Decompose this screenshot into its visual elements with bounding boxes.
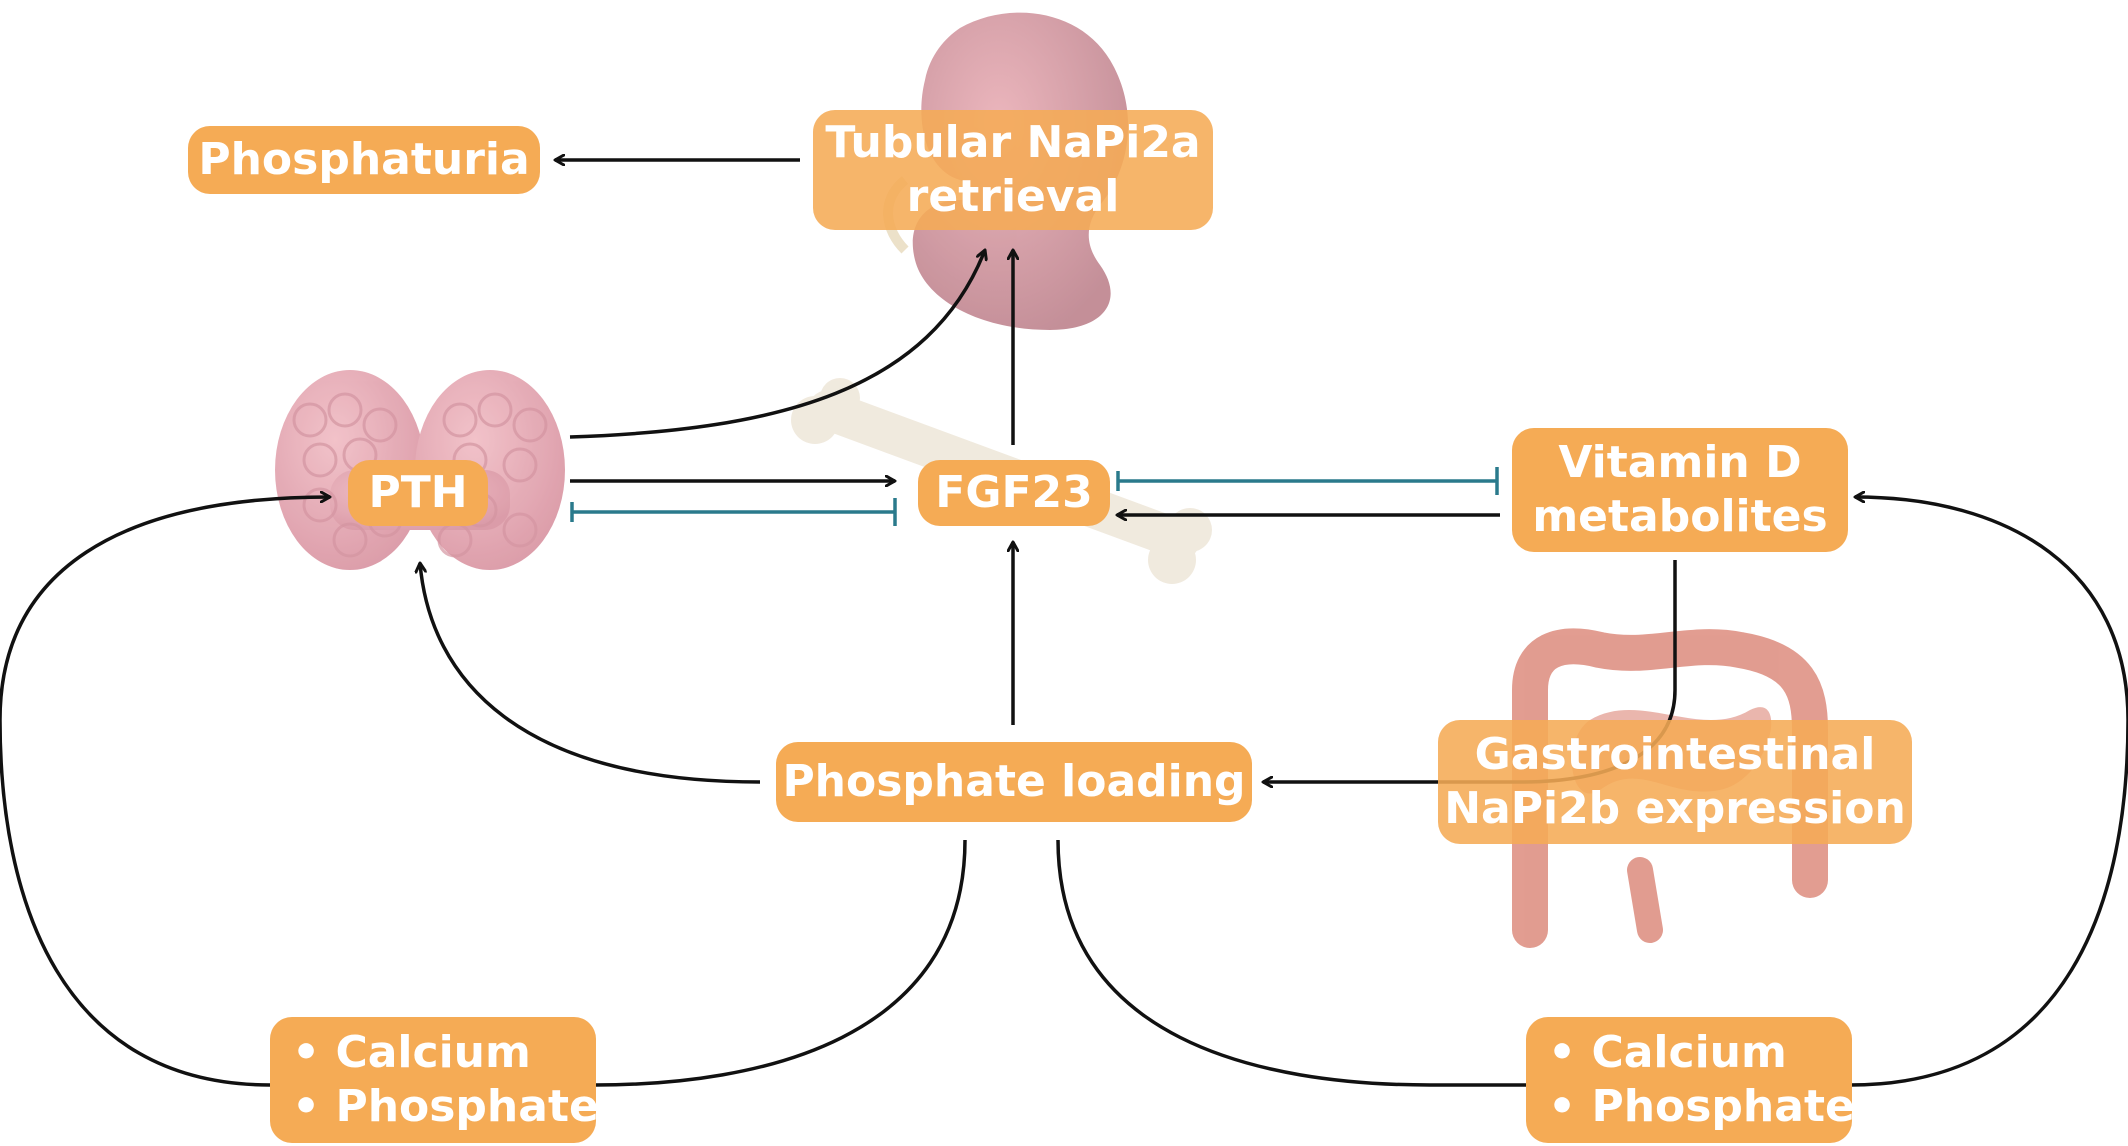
gastro-line-1: Gastrointestinal	[1474, 729, 1876, 781]
phosphate-loading-box: Phosphate loading	[776, 742, 1252, 822]
vitamin-d-box: Vitamin D metabolites	[1512, 428, 1848, 552]
tubular-line-2: retrieval	[906, 171, 1120, 222]
arrow-left-loop-to-pth	[0, 497, 967, 1087]
gastro-line-2: NaPi2b expression	[1444, 783, 1906, 834]
arrow-pth-to-tubular	[569, 250, 985, 439]
right-phosphate-label: • Phosphate	[1548, 1081, 1855, 1132]
phosphate-loading-label: Phosphate loading	[782, 756, 1246, 808]
phosphaturia-box: Phosphaturia	[188, 126, 540, 194]
inhibition-fgf23-to-vitamind	[1116, 467, 1499, 495]
tubular-retrieval-box: Tubular NaPi2a retrieval	[813, 110, 1213, 230]
vitamin-d-line-1: Vitamin D	[1558, 437, 1802, 489]
pth-box: PTH	[348, 460, 488, 526]
arrow-loading-to-pth	[420, 563, 761, 784]
tubular-line-1: Tubular NaPi2a	[825, 117, 1201, 169]
right-minerals-box: • Calcium • Phosphate	[1526, 1017, 1855, 1143]
pth-label: PTH	[368, 467, 468, 519]
vitamin-d-line-2: metabolites	[1532, 491, 1828, 542]
fgf23-label: FGF23	[935, 467, 1093, 519]
left-phosphate-label: • Phosphate	[292, 1081, 599, 1132]
inhibition-pth-to-fgf23	[570, 498, 897, 526]
phosphaturia-label: Phosphaturia	[198, 134, 530, 186]
left-minerals-box: • Calcium • Phosphate	[270, 1017, 599, 1143]
gastrointestinal-box: Gastrointestinal NaPi2b expression	[1438, 720, 1912, 844]
arrow-right-loop-to-vitamind	[1056, 497, 2128, 1087]
fgf23-box: FGF23	[918, 460, 1110, 526]
right-calcium-label: • Calcium	[1548, 1027, 1787, 1079]
left-calcium-label: • Calcium	[292, 1027, 531, 1079]
